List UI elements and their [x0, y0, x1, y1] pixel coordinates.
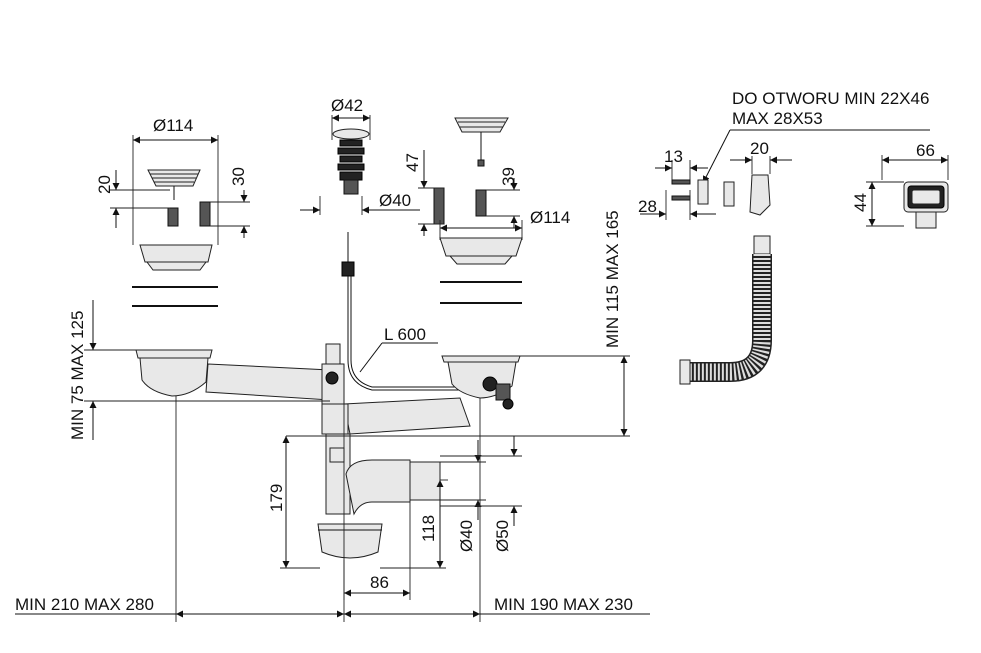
label-min115-max165: MIN 115 MAX 165 — [603, 210, 622, 348]
label-h39: 39 — [499, 167, 518, 186]
label-d40-top: Ø40 — [379, 191, 411, 210]
main-siphon-assembly — [15, 232, 650, 622]
left-strainer-exploded — [110, 135, 250, 307]
label-h118: 118 — [419, 515, 438, 542]
label-h47: 47 — [403, 153, 422, 172]
label-d114-right: Ø114 — [530, 208, 570, 227]
label-w28: 28 — [638, 197, 657, 216]
label-w86: 86 — [370, 573, 389, 592]
label-min210-max280: MIN 210 MAX 280 — [15, 595, 154, 614]
label-h30: 30 — [229, 167, 248, 186]
right-strainer-exploded — [418, 117, 523, 304]
label-h20-left: 20 — [95, 175, 114, 194]
label-w66: 66 — [916, 141, 935, 160]
label-do-otworu-line2: MAX 28X53 — [732, 109, 823, 128]
center-plug-detail — [300, 114, 420, 215]
label-min75-max125: MIN 75 MAX 125 — [68, 311, 87, 440]
label-w13: 13 — [664, 147, 683, 166]
overflow-parts-detail — [640, 129, 949, 385]
label-h44: 44 — [851, 193, 870, 212]
label-d50: Ø50 — [493, 520, 512, 552]
label-d40-bottom: Ø40 — [457, 520, 476, 552]
label-d42: Ø42 — [331, 96, 363, 115]
label-do-otworu-line1: DO OTWORU MIN 22X46 — [732, 89, 929, 108]
label-h179: 179 — [267, 484, 286, 512]
label-w20-right: 20 — [750, 139, 769, 158]
label-min190-max230: MIN 190 MAX 230 — [494, 595, 633, 614]
label-l600: L 600 — [384, 325, 426, 344]
label-d114-left: Ø114 — [153, 116, 193, 135]
